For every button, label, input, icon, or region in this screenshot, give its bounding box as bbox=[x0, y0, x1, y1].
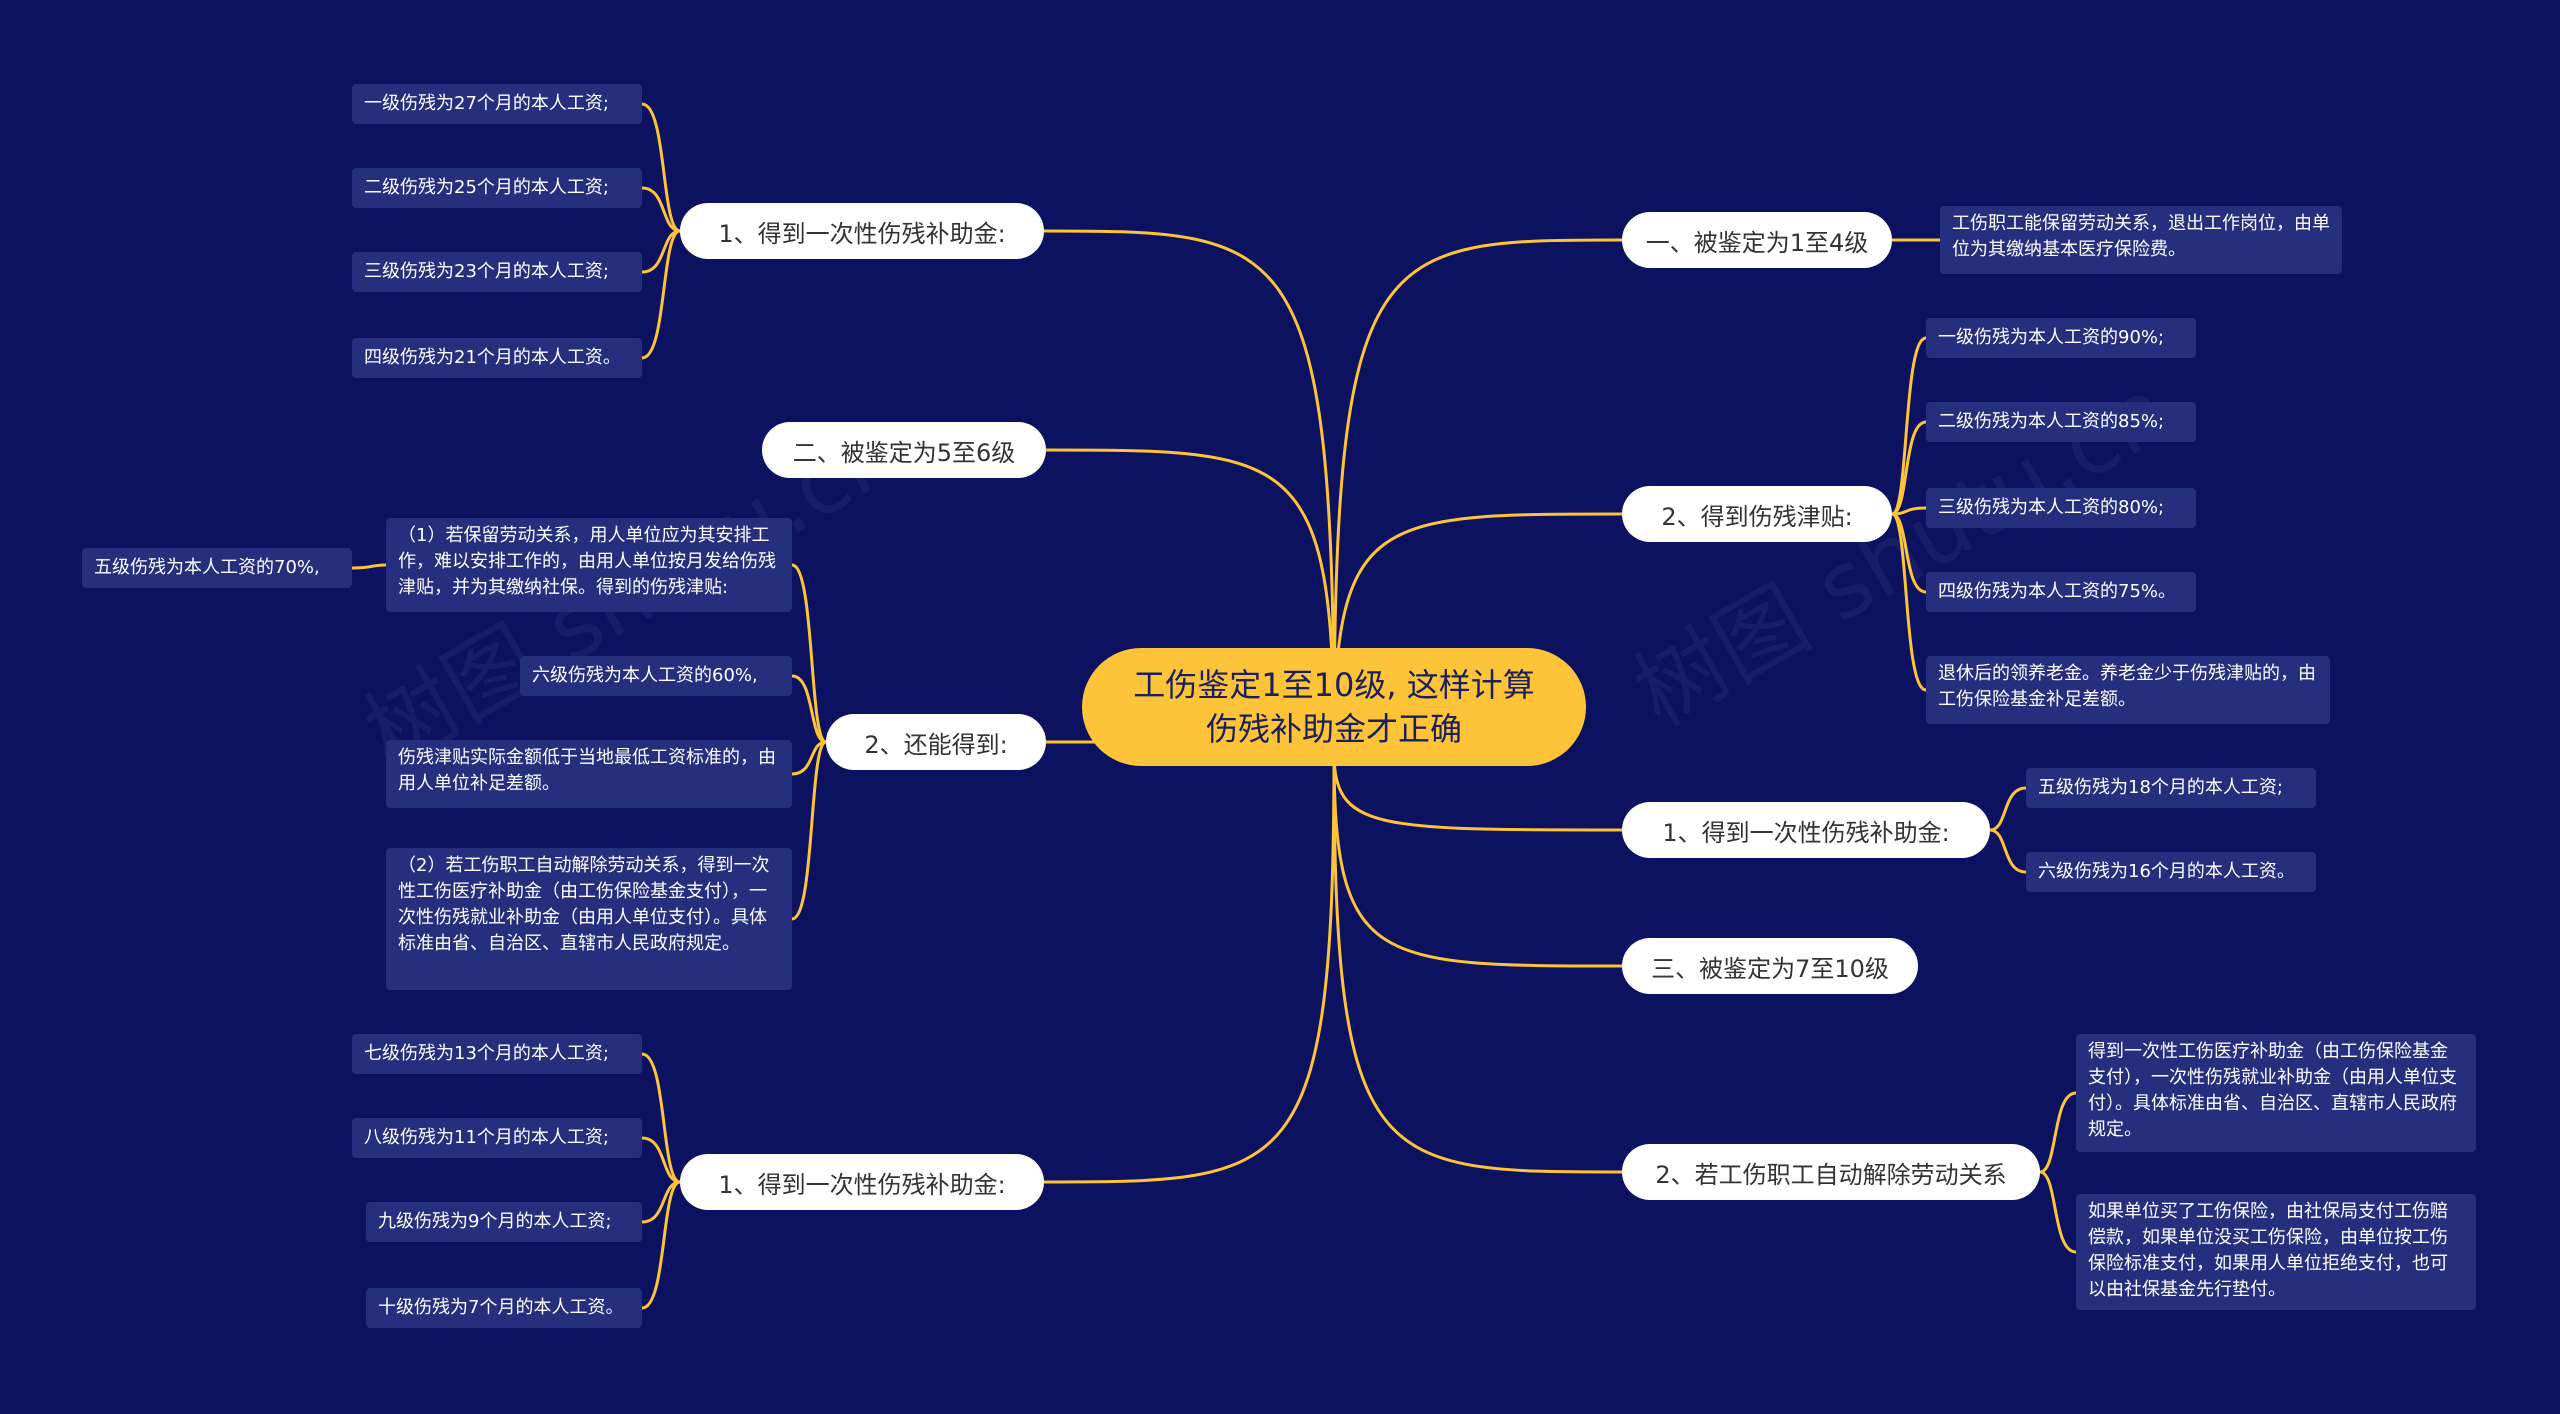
branch-grade-7-10[interactable]: 三、被鉴定为7至10级 bbox=[1622, 938, 1918, 994]
leaf-link bbox=[1989, 828, 2027, 874]
leaf-grade4[interactable]: 四级伤残为21个月的本人工资。 bbox=[352, 338, 642, 378]
branch-left-lump-sum-7-10[interactable]: 1、得到一次性伤残补助金: bbox=[680, 1154, 1044, 1210]
leaf-link bbox=[641, 229, 681, 360]
root-topic[interactable]: 工伤鉴定1至10级, 这样计算伤残补助金才正确 bbox=[1082, 648, 1586, 766]
leaf-terminate-labor-relation[interactable]: （2）若工伤职工自动解除劳动关系，得到一次性工伤医疗补助金（由工伤保险基金支付）… bbox=[386, 848, 792, 990]
root-link bbox=[1043, 751, 1336, 1184]
leaf-link bbox=[791, 563, 827, 744]
leaf-link bbox=[791, 740, 827, 921]
branch-grade-5-6[interactable]: 二、被鉴定为5至6级 bbox=[762, 422, 1046, 478]
branch-left-lump-sum-1-4[interactable]: 1、得到一次性伤残补助金: bbox=[680, 203, 1044, 259]
leaf-link bbox=[791, 674, 827, 744]
leaf-grade2-allowance[interactable]: 二级伤残为本人工资的85%; bbox=[1926, 402, 2196, 442]
leaf-link bbox=[641, 1052, 681, 1184]
leaf-grade4-allowance[interactable]: 四级伤残为本人工资的75%。 bbox=[1926, 572, 2196, 612]
leaf-grade3[interactable]: 三级伤残为23个月的本人工资; bbox=[352, 252, 642, 292]
leaf-link bbox=[641, 1180, 681, 1224]
leaf-link bbox=[641, 102, 681, 233]
root-link bbox=[1332, 751, 1623, 1174]
leaf-grade1[interactable]: 一级伤残为27个月的本人工资; bbox=[352, 84, 642, 124]
branch-also-get[interactable]: 2、还能得到: bbox=[826, 714, 1046, 770]
leaf-grade3-allowance[interactable]: 三级伤残为本人工资的80%; bbox=[1926, 488, 2196, 528]
leaf-link bbox=[1891, 420, 1927, 516]
leaf-keep-relation-medical[interactable]: 工伤职工能保留劳动关系，退出工作岗位，由单位为其缴纳基本医疗保险费。 bbox=[1940, 206, 2342, 274]
root-link bbox=[1043, 229, 1336, 753]
leaf-link bbox=[641, 229, 681, 274]
branch-terminate-relation[interactable]: 2、若工伤职工自动解除劳动关系 bbox=[1622, 1144, 2040, 1200]
leaf-link bbox=[1989, 786, 2027, 832]
root-link bbox=[1332, 238, 1623, 753]
leaf-grade6-allowance[interactable]: 六级伤残为本人工资的60%, bbox=[520, 656, 792, 696]
leaf-medical-employment-subsidy[interactable]: 得到一次性工伤医疗补助金（由工伤保险基金支付），一次性伤残就业补助金（由用人单位… bbox=[2076, 1034, 2476, 1152]
leaf-grade6-lump-sum[interactable]: 六级伤残为16个月的本人工资。 bbox=[2026, 852, 2316, 892]
leaf-keep-labor-relation[interactable]: （1）若保留劳动关系，用人单位应为其安排工作，难以安排工作的，由用人单位按月发给… bbox=[386, 518, 792, 612]
branch-disability-allowance[interactable]: 2、得到伤残津贴: bbox=[1622, 486, 1892, 542]
leaf-link bbox=[2039, 1091, 2077, 1174]
leaf-grade10[interactable]: 十级伤残为7个月的本人工资。 bbox=[366, 1288, 642, 1328]
leaf-link bbox=[641, 1136, 681, 1184]
branch-grade-1-4[interactable]: 一、被鉴定为1至4级 bbox=[1622, 212, 1892, 268]
leaf-grade8[interactable]: 八级伤残为11个月的本人工资; bbox=[352, 1118, 642, 1158]
leaf-pension-difference[interactable]: 退休后的领养老金。养老金少于伤残津贴的，由工伤保险基金补足差额。 bbox=[1926, 656, 2330, 724]
leaf-grade9[interactable]: 九级伤残为9个月的本人工资; bbox=[366, 1202, 642, 1242]
leaf-grade1-allowance[interactable]: 一级伤残为本人工资的90%; bbox=[1926, 318, 2196, 358]
root-link bbox=[1332, 751, 1623, 968]
leaf-link bbox=[351, 563, 387, 570]
leaf-insurance-payment[interactable]: 如果单位买了工伤保险，由社保局支付工伤赔偿款，如果单位没买工伤保险，由单位按工伤… bbox=[2076, 1194, 2476, 1310]
leaf-grade2[interactable]: 二级伤残为25个月的本人工资; bbox=[352, 168, 642, 208]
leaf-grade7[interactable]: 七级伤残为13个月的本人工资; bbox=[352, 1034, 642, 1074]
leaf-grade5-allowance[interactable]: 五级伤残为本人工资的70%, bbox=[82, 548, 352, 588]
leaf-link bbox=[2039, 1170, 2077, 1254]
leaf-link bbox=[641, 186, 681, 233]
branch-right-lump-sum-5-6[interactable]: 1、得到一次性伤残补助金: bbox=[1622, 802, 1990, 858]
leaf-link bbox=[641, 1180, 681, 1310]
leaf-link bbox=[791, 740, 827, 776]
root-link bbox=[1332, 751, 1623, 832]
leaf-minimum-wage-diff[interactable]: 伤残津贴实际金额低于当地最低工资标准的，由用人单位补足差额。 bbox=[386, 740, 792, 808]
leaf-grade5-lump-sum[interactable]: 五级伤残为18个月的本人工资; bbox=[2026, 768, 2316, 808]
root-link bbox=[1045, 448, 1336, 753]
leaf-link bbox=[1891, 512, 1927, 692]
leaf-link bbox=[1891, 336, 1927, 516]
